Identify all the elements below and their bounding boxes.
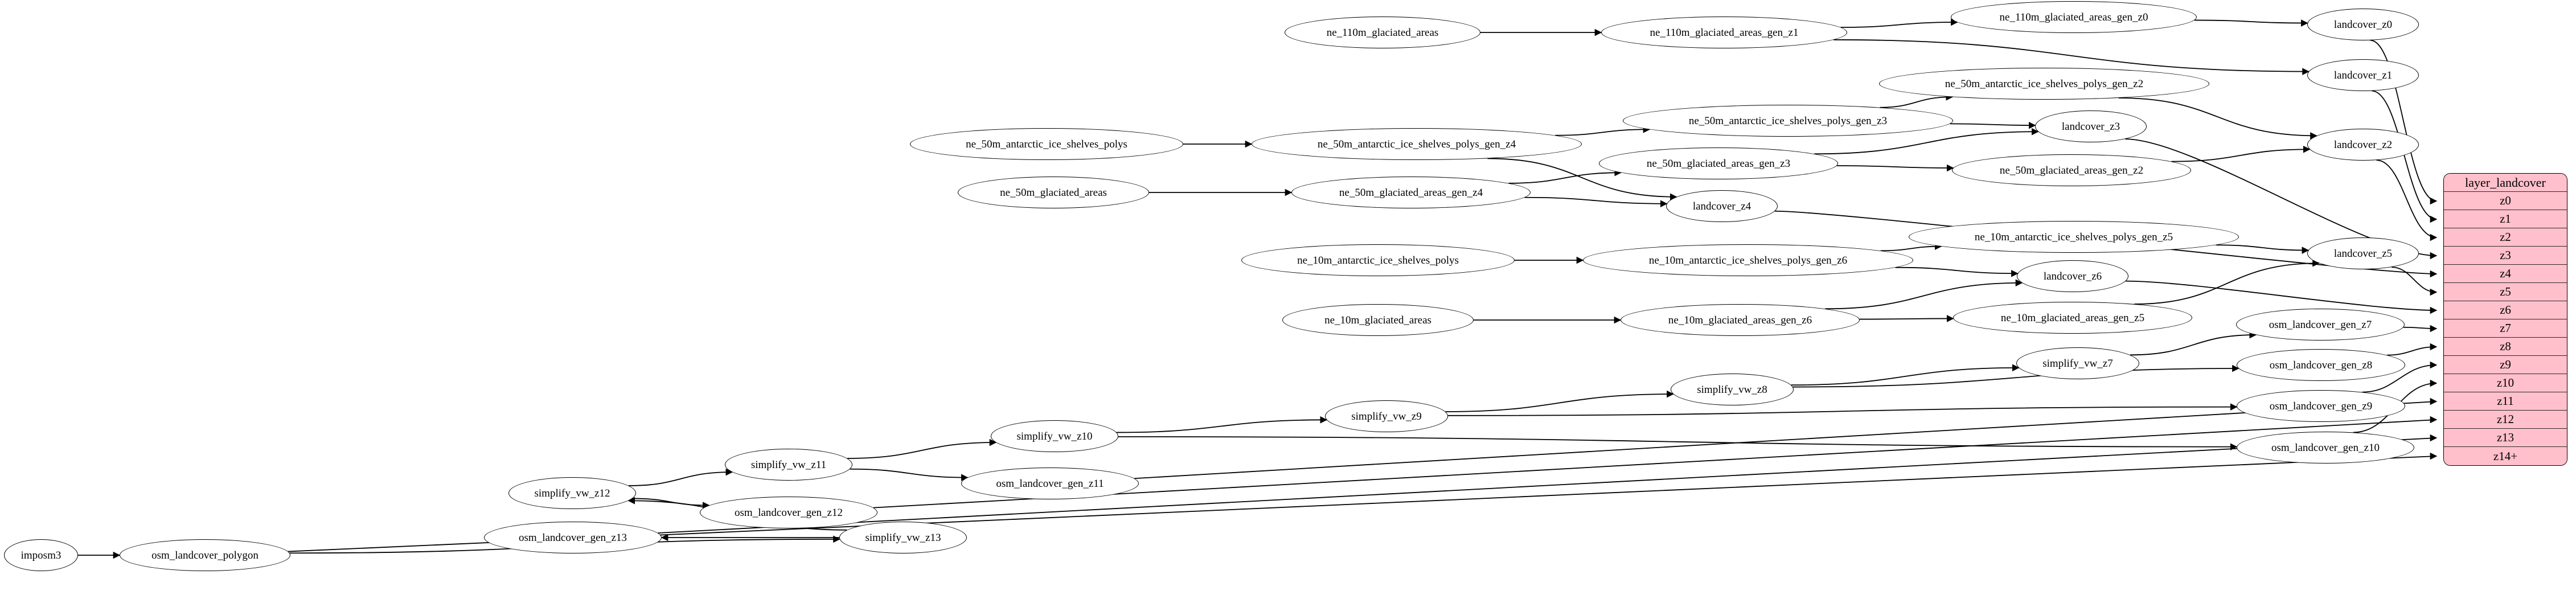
- node-label: ne_10m_antarctic_ice_shelves_polys_gen_z…: [1648, 254, 1848, 266]
- node-label: ne_10m_glaciated_areas_gen_z6: [1668, 314, 1812, 326]
- node-ne-50m-glaciated-areas-gen-z4[interactable]: ne_50m_glaciated_areas_gen_z4: [1291, 177, 1531, 208]
- node-ne-110m-glaciated-areas-gen-z0[interactable]: ne_110m_glaciated_areas_gen_z0: [1951, 1, 2197, 33]
- record-row-z5[interactable]: z5: [2444, 283, 2567, 301]
- node-label: landcover_z3: [2061, 120, 2120, 133]
- node-osm-landcover-gen-z8[interactable]: osm_landcover_gen_z8: [2237, 349, 2405, 381]
- node-ne-10m-glaciated-areas[interactable]: ne_10m_glaciated_areas: [1282, 304, 1474, 336]
- node-label: simplify_vw_z12: [534, 487, 610, 499]
- node-label: simplify_vw_z8: [1697, 383, 1767, 396]
- record-row-z14plus[interactable]: z14+: [2444, 447, 2567, 465]
- node-ne-10m-glaciated-areas-gen-z6[interactable]: ne_10m_glaciated_areas_gen_z6: [1621, 304, 1860, 336]
- record-row-z13[interactable]: z13: [2444, 429, 2567, 447]
- node-osm-landcover-polygon[interactable]: osm_landcover_polygon: [120, 539, 290, 571]
- node-label: ne_50m_glaciated_areas_gen_z2: [1999, 164, 2144, 177]
- record-row-z0[interactable]: z0: [2444, 192, 2567, 210]
- node-ne-50m-glaciated-areas-gen-z3[interactable]: ne_50m_glaciated_areas_gen_z3: [1599, 147, 1838, 179]
- record-row-z4[interactable]: z4: [2444, 265, 2567, 283]
- node-ne-50m-antarctic-ice-shelves-polys-gen-z4[interactable]: ne_50m_antarctic_ice_shelves_polys_gen_z…: [1252, 128, 1582, 160]
- node-label: simplify_vw_z9: [1351, 410, 1422, 423]
- node-landcover-z6[interactable]: landcover_z6: [2017, 260, 2128, 292]
- node-label: ne_50m_glaciated_areas_gen_z4: [1339, 186, 1483, 199]
- node-label: ne_10m_glaciated_areas_gen_z5: [2000, 311, 2145, 324]
- node-simplify-vw-z10[interactable]: simplify_vw_z10: [991, 420, 1118, 452]
- node-label: osm_landcover_gen_z13: [519, 531, 627, 544]
- node-ne-50m-antarctic-ice-shelves-polys[interactable]: ne_50m_antarctic_ice_shelves_polys: [910, 128, 1183, 160]
- node-label: simplify_vw_z13: [865, 531, 941, 544]
- node-landcover-z0[interactable]: landcover_z0: [2307, 9, 2419, 40]
- node-ne-50m-glaciated-areas-gen-z2[interactable]: ne_50m_glaciated_areas_gen_z2: [1952, 154, 2191, 186]
- node-label: ne_10m_glaciated_areas: [1324, 314, 1431, 326]
- node-simplify-vw-z7[interactable]: simplify_vw_z7: [2016, 347, 2139, 379]
- node-label: ne_110m_glaciated_areas_gen_z1: [1650, 26, 1799, 39]
- node-simplify-vw-z9[interactable]: simplify_vw_z9: [1325, 400, 1448, 432]
- record-title: layer_landcover: [2444, 174, 2567, 192]
- node-simplify-vw-z12[interactable]: simplify_vw_z12: [508, 477, 636, 509]
- node-simplify-vw-z8[interactable]: simplify_vw_z8: [1671, 374, 1794, 405]
- node-label: imposm3: [20, 549, 61, 561]
- record-row-z3[interactable]: z3: [2444, 247, 2567, 265]
- node-label: ne_10m_antarctic_ice_shelves_polys_gen_z…: [1974, 231, 2173, 243]
- node-osm-landcover-gen-z9[interactable]: osm_landcover_gen_z9: [2237, 390, 2405, 422]
- node-osm-landcover-gen-z11[interactable]: osm_landcover_gen_z11: [961, 468, 1139, 499]
- record-row-z10[interactable]: z10: [2444, 374, 2567, 392]
- node-label: osm_landcover_gen_z7: [2269, 318, 2372, 331]
- record-row-z1[interactable]: z1: [2444, 210, 2567, 228]
- node-label: landcover_z6: [2043, 270, 2102, 282]
- record-row-z12[interactable]: z12: [2444, 411, 2567, 429]
- node-label: osm_landcover_gen_z11: [996, 477, 1104, 490]
- node-label: landcover_z5: [2333, 247, 2393, 260]
- node-label: landcover_z4: [1692, 200, 1751, 212]
- record-row-z11[interactable]: z11: [2444, 392, 2567, 411]
- node-label: landcover_z0: [2333, 18, 2393, 31]
- node-landcover-z2[interactable]: landcover_z2: [2307, 129, 2419, 161]
- node-label: ne_50m_glaciated_areas: [1000, 186, 1107, 199]
- node-landcover-z3[interactable]: landcover_z3: [2035, 110, 2147, 142]
- node-label: ne_50m_antarctic_ice_shelves_polys_gen_z…: [1688, 114, 1888, 127]
- node-label: ne_50m_antarctic_ice_shelves_polys_gen_z…: [1317, 138, 1516, 150]
- node-label: ne_110m_glaciated_areas: [1326, 26, 1439, 39]
- node-label: osm_landcover_polygon: [151, 549, 259, 561]
- record-row-z2[interactable]: z2: [2444, 228, 2567, 247]
- record-row-z8[interactable]: z8: [2444, 338, 2567, 356]
- node-ne-10m-antarctic-ice-shelves-polys-gen-z5[interactable]: ne_10m_antarctic_ice_shelves_polys_gen_z…: [1909, 221, 2239, 253]
- node-ne-50m-antarctic-ice-shelves-polys-gen-z2[interactable]: ne_50m_antarctic_ice_shelves_polys_gen_z…: [1879, 68, 2209, 100]
- node-ne-50m-antarctic-ice-shelves-polys-gen-z3[interactable]: ne_50m_antarctic_ice_shelves_polys_gen_z…: [1623, 105, 1953, 137]
- node-label: ne_50m_glaciated_areas_gen_z3: [1646, 157, 1791, 170]
- node-label: osm_landcover_gen_z12: [735, 506, 843, 519]
- node-label: ne_110m_glaciated_areas_gen_z0: [1999, 11, 2148, 23]
- record-row-z6[interactable]: z6: [2444, 301, 2567, 319]
- node-ne-10m-antarctic-ice-shelves-polys[interactable]: ne_10m_antarctic_ice_shelves_polys: [1241, 244, 1515, 276]
- node-label: landcover_z2: [2333, 138, 2393, 151]
- node-ne-110m-glaciated-areas[interactable]: ne_110m_glaciated_areas: [1285, 17, 1480, 48]
- node-label: landcover_z1: [2333, 69, 2393, 81]
- node-osm-landcover-gen-z7[interactable]: osm_landcover_gen_z7: [2236, 309, 2405, 341]
- node-ne-50m-glaciated-areas[interactable]: ne_50m_glaciated_areas: [958, 177, 1149, 208]
- node-osm-landcover-gen-z12[interactable]: osm_landcover_gen_z12: [700, 497, 877, 528]
- node-label: osm_landcover_gen_z10: [2271, 441, 2380, 454]
- node-imposm3[interactable]: imposm3: [4, 539, 78, 571]
- node-simplify-vw-z11[interactable]: simplify_vw_z11: [725, 449, 852, 481]
- node-osm-landcover-gen-z10[interactable]: osm_landcover_gen_z10: [2237, 432, 2414, 464]
- node-label: simplify_vw_z10: [1016, 430, 1093, 442]
- node-simplify-vw-z13[interactable]: simplify_vw_z13: [839, 522, 967, 553]
- node-label: ne_10m_antarctic_ice_shelves_polys: [1297, 254, 1459, 266]
- node-label: osm_landcover_gen_z9: [2269, 400, 2373, 412]
- node-landcover-z1[interactable]: landcover_z1: [2307, 59, 2419, 91]
- node-ne-110m-glaciated-areas-gen-z1[interactable]: ne_110m_glaciated_areas_gen_z1: [1601, 17, 1847, 48]
- node-label: ne_50m_antarctic_ice_shelves_polys_gen_z…: [1945, 77, 2144, 90]
- node-ne-10m-glaciated-areas-gen-z5[interactable]: ne_10m_glaciated_areas_gen_z5: [1953, 302, 2192, 334]
- record-row-z9[interactable]: z9: [2444, 356, 2567, 374]
- record-row-z7[interactable]: z7: [2444, 319, 2567, 338]
- node-osm-landcover-gen-z13[interactable]: osm_landcover_gen_z13: [484, 522, 662, 553]
- node-label: ne_50m_antarctic_ice_shelves_polys: [966, 138, 1127, 150]
- node-label: osm_landcover_gen_z8: [2269, 359, 2373, 371]
- node-landcover-z5[interactable]: landcover_z5: [2307, 237, 2419, 269]
- node-ne-10m-antarctic-ice-shelves-polys-gen-z6[interactable]: ne_10m_antarctic_ice_shelves_polys_gen_z…: [1583, 244, 1913, 276]
- node-label: simplify_vw_z7: [2042, 357, 2113, 370]
- node-label: simplify_vw_z11: [750, 458, 827, 471]
- node-landcover-z4[interactable]: landcover_z4: [1666, 190, 1778, 222]
